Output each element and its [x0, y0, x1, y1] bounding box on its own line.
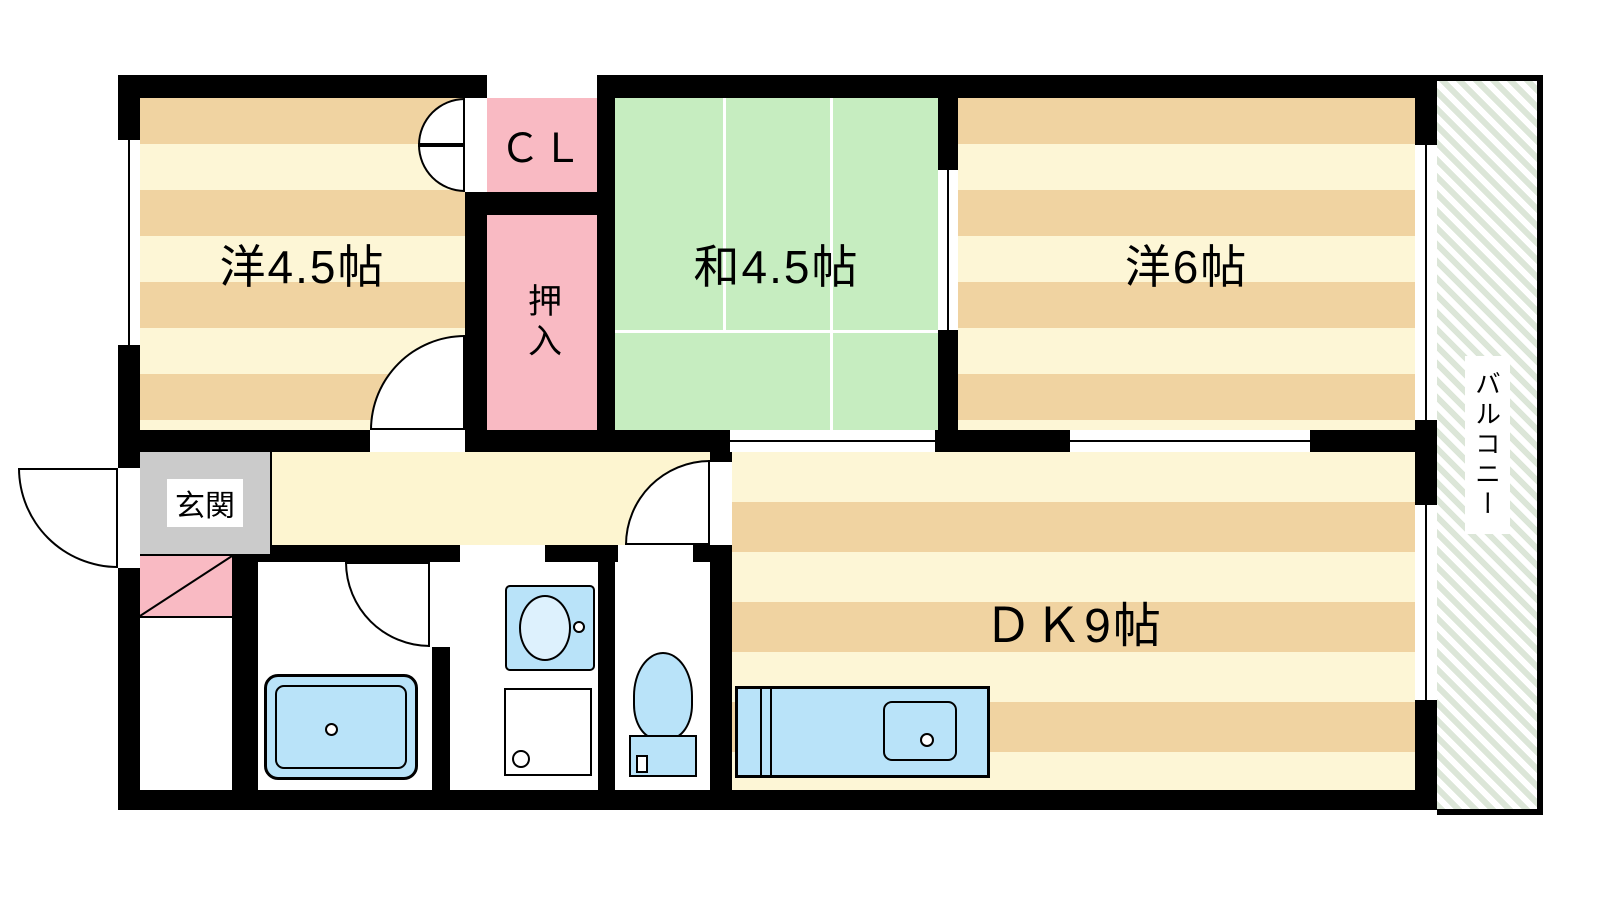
balcony: バルコニー — [1437, 75, 1543, 815]
tatami-line — [830, 98, 834, 331]
pan-drain — [512, 750, 530, 768]
doorway-toilet — [618, 545, 693, 562]
doorway-bathroom — [432, 562, 450, 647]
sliding-door-japanese-dk — [730, 430, 935, 452]
tatami-line — [722, 98, 726, 331]
doorway-washroom — [460, 545, 545, 562]
doorway-western-4-5 — [370, 430, 465, 452]
window-line — [128, 140, 130, 345]
room-closet-cl: ＣＬ — [487, 98, 597, 192]
kitchen-sink — [883, 701, 957, 761]
room-label-western-6: 洋6帖 — [1124, 241, 1249, 293]
entrance-step — [140, 556, 232, 616]
kitchen-faucet — [920, 733, 934, 747]
doorway-dk — [710, 462, 732, 545]
kitchen-counter-icon — [735, 686, 990, 778]
door-entrance — [18, 468, 118, 568]
window-dk-balcony — [1415, 505, 1437, 700]
window-western-6-balcony — [1415, 145, 1437, 420]
doorway-closet — [465, 98, 487, 192]
bathtub-inner-rim — [275, 685, 407, 769]
room-western-6: 洋6帖 — [958, 98, 1415, 430]
room-label-closet-cl: ＣＬ — [500, 127, 584, 171]
washing-machine-pan-icon — [504, 688, 592, 776]
window-western-4-5 — [118, 140, 140, 345]
room-label-oshiire: 押入 — [522, 282, 561, 363]
window-western6-dk — [1070, 430, 1310, 452]
toilet-tank-icon — [629, 735, 697, 777]
window-line — [1070, 440, 1310, 442]
room-oshiire: 押入 — [487, 215, 597, 430]
tatami-line — [615, 330, 938, 334]
window-line — [947, 170, 949, 330]
washbasin-faucet — [573, 621, 585, 633]
toilet-bowl-icon — [633, 652, 693, 740]
bathtub-drain — [325, 723, 338, 736]
counter-divider — [770, 689, 772, 775]
room-label-genkan: 玄関 — [167, 479, 243, 527]
toilet-flush-button — [636, 755, 648, 773]
counter-divider — [760, 689, 762, 775]
room-label-western-4-5: 洋4.5帖 — [219, 241, 386, 293]
window-line — [730, 440, 935, 442]
sliding-door-japanese-western6 — [938, 170, 958, 330]
window-line — [1425, 505, 1427, 700]
room-genkan: 玄関 — [140, 452, 270, 554]
void-space — [140, 618, 232, 790]
tatami-line — [830, 330, 834, 430]
washbasin-bowl — [519, 595, 571, 661]
closet-top-recess — [487, 75, 597, 98]
window-line — [1425, 145, 1427, 420]
room-label-dk: ＤＫ9帖 — [984, 600, 1163, 653]
doorway-entrance — [118, 468, 140, 568]
room-japanese-4-5: 和4.5帖 — [615, 98, 938, 430]
balcony-label: バルコニー — [1464, 356, 1510, 534]
washbasin-icon — [505, 585, 595, 671]
step-diagonal-line — [140, 556, 232, 616]
room-label-japanese-4-5: 和4.5帖 — [693, 241, 860, 293]
bathtub-icon — [264, 674, 418, 780]
